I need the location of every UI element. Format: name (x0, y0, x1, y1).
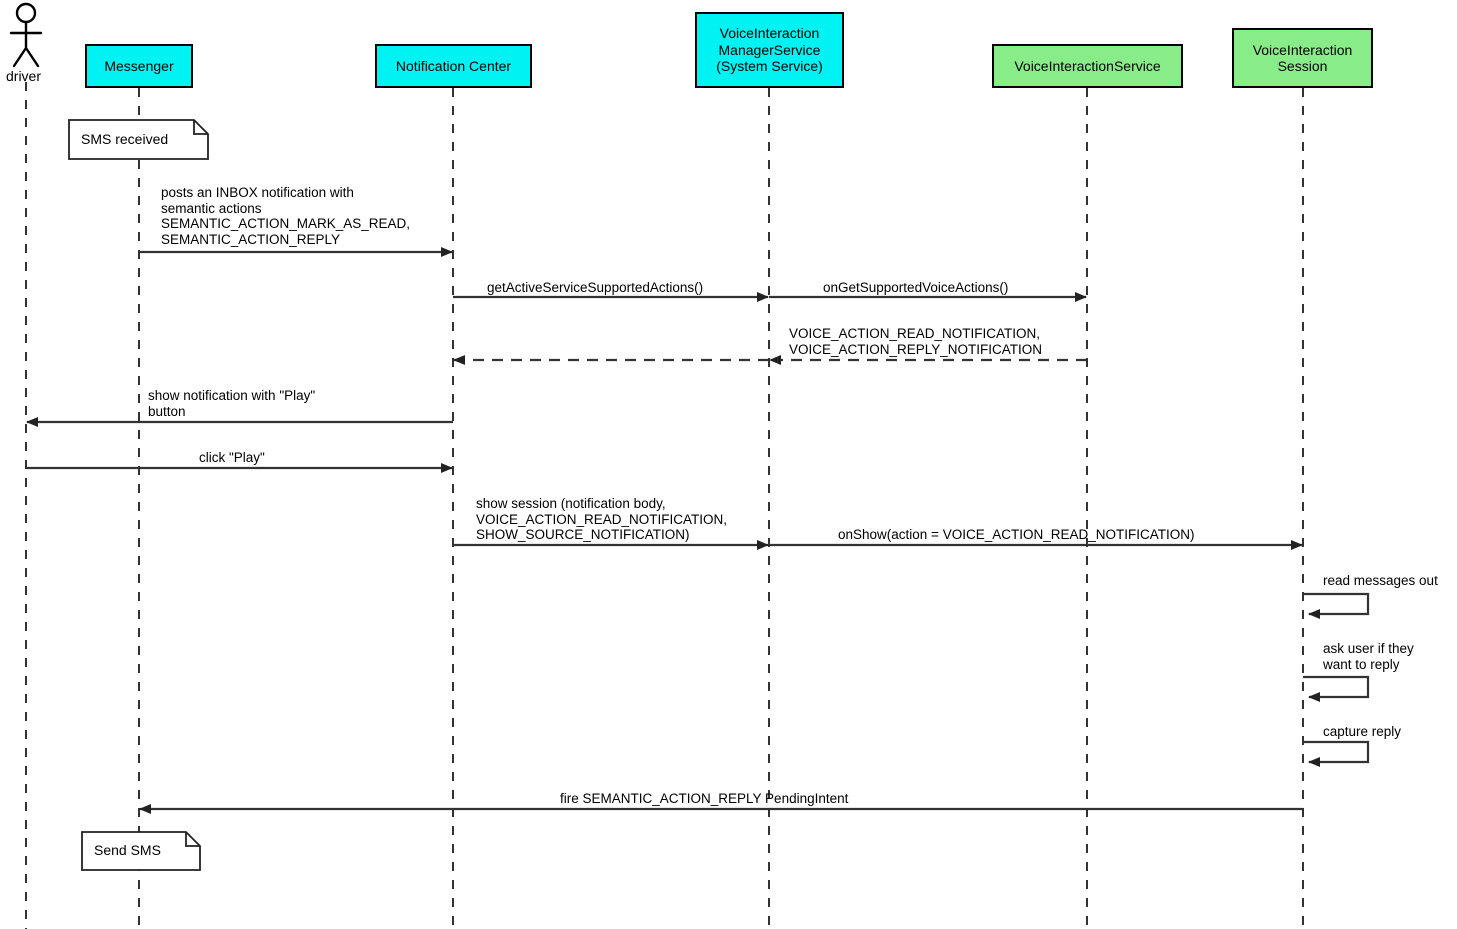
actor-head (15, 2, 37, 24)
participant-label: Notification Center (395, 57, 512, 74)
msg-show-session-label: show session (notification body,VOICE_AC… (476, 496, 728, 542)
note-sms-received (68, 119, 209, 160)
self-read-messages-out (1303, 592, 1370, 619)
msg-click-play-label: click "Play" (199, 450, 265, 465)
actor-body (9, 21, 43, 68)
note-sms-received-fold (193, 120, 208, 135)
participant-messenger[interactable]: Messenger (85, 44, 193, 88)
note-sms-received-text: SMS received (81, 130, 169, 147)
self-capture-reply-label: capture reply (1323, 724, 1402, 739)
msg-on-get-supported-voice-actions-label: onGetSupportedVoiceActions() (823, 280, 1009, 295)
actor-figure (9, 2, 43, 68)
msg-get-active-service-supported-actions-label: getActiveServiceSupportedActions() (487, 280, 704, 295)
note-send-sms (81, 831, 201, 871)
self-ask-user-reply (1303, 675, 1370, 702)
msg-return-voice-actions-to-manager-label: VOICE_ACTION_READ_NOTIFICATION,VOICE_ACT… (789, 326, 1043, 357)
note-send-sms-text: Send SMS (94, 842, 161, 858)
msg-on-show-label: onShow(action = VOICE_ACTION_READ_NOTIFI… (838, 527, 1195, 542)
self-capture-reply (1303, 740, 1370, 767)
msg-show-notification-play-label: show notification with "Play"button (148, 388, 316, 419)
messages-group (26, 247, 1370, 814)
note-send-sms-fold (185, 832, 200, 847)
participant-voiceinteraction-service[interactable]: VoiceInteractionService (992, 44, 1183, 88)
actor-label: driver (6, 68, 42, 84)
participant-label: Messenger (104, 57, 174, 74)
lifelines-group (25, 82, 1304, 929)
msg-fire-semantic-action-reply-label: fire SEMANTIC_ACTION_REPLY PendingIntent (560, 791, 849, 806)
notes-group (68, 119, 209, 871)
participant-notification-center[interactable]: Notification Center (375, 44, 532, 88)
participant-label: VoiceInteractionService (1014, 57, 1161, 74)
self-read-messages-out-label: read messages out (1323, 573, 1438, 588)
